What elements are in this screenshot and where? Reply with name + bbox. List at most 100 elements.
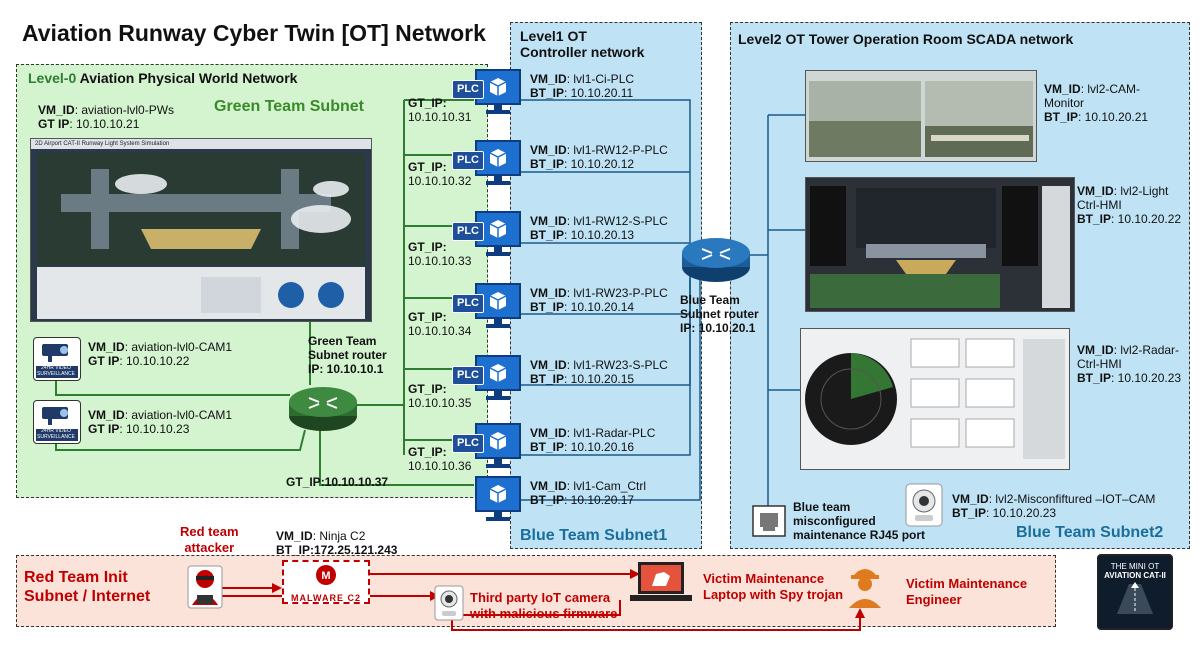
level0-heading: Level-0 Aviation Physical World Network [28,70,297,86]
plc-bt-value: : 10.10.20.11 [564,86,634,100]
blue-router-line1: Blue Team [680,293,740,307]
gt-ip-value: 10.10.10.31 [408,110,472,124]
green-router-icon [289,387,357,431]
gt-ip-value: 10.10.10.32 [408,174,472,188]
green-router-label: Green Team Subnet router IP: 10.10.10.1 [308,334,387,376]
hacker-icon [187,565,223,609]
light-ctrl-hmi-screenshot [805,177,1075,312]
gt-ip-value: 10.10.10.33 [408,254,472,268]
cam2-vm-value: : aviation-lvl0-CAM1 [124,408,233,422]
level1-heading: Level1 OT Controller network [520,28,644,60]
iot-cam-vm-value: : lvl2-Misconfiftured –IOT–CAM [988,492,1156,506]
red-subnet-line1: Red Team Init [24,569,128,586]
plc-vm-label: VM_ID [530,479,567,493]
iot-cam-info: VM_ID: lvl2-Misconfiftured –IOT–CAM BT_I… [952,492,1155,520]
cctv-2-badge: 24HR VIDEO SURVEILLANCE [37,428,75,440]
c2-vm-label: VM_ID [276,529,313,543]
malware-c2-text: MALWARE C2 [290,593,361,603]
cam2-vm-info: VM_ID: aviation-lvl0-CAM1 GT IP: 10.10.1… [88,408,232,436]
blue-router-line2: Subnet router [680,307,759,321]
gt-ip-label: GT_IP: [408,96,447,110]
rj45-line3: maintenance RJ45 port [793,528,926,542]
iot-malicious-line2: with malicious firmware [470,606,618,621]
plc-gt-ip: GT_IP:10.10.10.36 [408,445,471,473]
plc-gt-ip: GT_IP:10.10.10.35 [408,382,471,410]
plc-bt-value: : 10.10.20.15 [564,372,635,386]
plc-vm-value: : lvl1-RW12-P-PLC [566,143,668,157]
radar-hmi-info: VM_ID: lvl2-Radar- Ctrl-HMI BT_IP: 10.10… [1077,343,1181,385]
plc-vm-label: VM_ID [530,426,567,440]
plc-bt-label: BT_IP [530,86,565,100]
cctv-camera-2-icon [33,400,81,444]
rj45-line2: misconfigured [793,514,876,528]
plc-bt-label: BT_IP [530,440,565,454]
level0-heading-rest: Aviation Physical World Network [79,70,298,86]
iot-cam-bt-value: : 10.10.20.23 [986,506,1057,520]
plc-bt-label: BT_IP [530,493,565,507]
plc-badge: PLC [452,80,484,99]
pws-ip-label: GT IP [38,117,70,131]
plc-vm-label: VM_ID [530,286,567,300]
light-hmi-info: VM_ID: lvl2-Light Ctrl-HMI BT_IP: 10.10.… [1077,184,1181,226]
logo-line1: THE MINI OT [1110,562,1160,571]
c2-info: VM_ID: Ninja C2 BT_IP:172.25.121.243 [276,529,397,557]
light-hmi-bt-value: : 10.10.20.22 [1111,212,1182,226]
plc-bt-label: BT_IP [530,228,565,242]
malware-c2-box: M MALWARE C2 [282,560,370,604]
light-hmi-vm-label: VM_ID [1077,184,1114,198]
plc-gt-ip: GT_IP:10.10.10.31 [408,96,471,124]
plc-bt-value: : 10.10.20.12 [564,157,635,171]
blue-team-subnet1-label: Blue Team Subnet1 [520,527,668,544]
c2-vm-value: : Ninja C2 [312,529,366,543]
svg-text:M: M [321,570,330,582]
plc-bt-value: : 10.10.20.13 [564,228,635,242]
plc-badge: PLC [452,294,484,313]
maintenance-engineer-icon [849,569,881,608]
gt-ip-label: GT_IP: [408,240,447,254]
plc-vm-value: : lvl1-RW12-S-PLC [566,214,668,228]
attacker-line2: attacker [184,540,235,555]
blue-router-icon [682,238,750,282]
cam2-ip-label: GT IP [88,422,120,436]
green-team-subnet-label: Green Team Subnet [214,98,364,115]
cam-monitor-info: VM_ID: lvl2-CAM- Monitor BT_IP: 10.10.20… [1044,82,1148,124]
iot-malicious-line1: Third party IoT camera [470,590,611,605]
blue-router-label: Blue Team Subnet router IP: 10.10.20.1 [680,293,759,335]
plc-gt-ip: GT_IP:10.10.10.33 [408,240,471,268]
radar-hmi-vm-value: : lvl2-Radar- [1113,343,1180,357]
third-party-iot-camera-icon [434,585,464,621]
logo-runway-icon [1117,582,1153,614]
level0-heading-prefix: Level-0 [28,70,77,86]
plc-vm-label: VM_ID [530,72,567,86]
cam2-vm-label: VM_ID [88,408,125,422]
level1-heading-line2: Controller network [520,44,645,60]
cam1-ip-label: GT IP [88,354,120,368]
plc-vm-value: : lvl1-Ci-PLC [566,72,635,86]
plc-vm-value: : lvl1-RW23-P-PLC [566,286,668,300]
level1-heading-line1: Level1 OT [520,28,587,44]
rj45-port-icon [752,505,786,537]
pws-ip-value: : 10.10.10.21 [69,117,140,131]
cam1-vm-info: VM_ID: aviation-lvl0-CAM1 GT IP: 10.10.1… [88,340,232,368]
iot-malicious-label: Third party IoT camera with malicious fi… [470,590,617,622]
plc-gt-ip: GT_IP:10.10.10.32 [408,160,471,188]
runway-sim-drawing [37,153,365,319]
light-hmi-vm-value: : lvl2-Light [1113,184,1169,198]
plc-vm-value: : lvl1-Cam_Ctrl [566,479,647,493]
gt-ip-value: :10.10.10.37 [320,475,389,489]
plc-bt-label: BT_IP [530,157,565,171]
cam2-ip-value: : 10.10.10.23 [119,422,190,436]
blue-team-subnet2-label: Blue Team Subnet2 [1016,524,1164,541]
pws-vm-label: VM_ID [38,103,75,117]
logo-line2: AVIATION CAT-II [1104,571,1166,580]
gt-ip-value: 10.10.10.34 [408,324,472,338]
diagram-title: Aviation Runway Cyber Twin [OT] Network [22,20,486,46]
plc-bt-value: : 10.10.20.17 [564,493,635,507]
victim-engineer-line1: Victim Maintenance [906,576,1028,591]
gt-ip-label: GT_IP: [408,310,447,324]
